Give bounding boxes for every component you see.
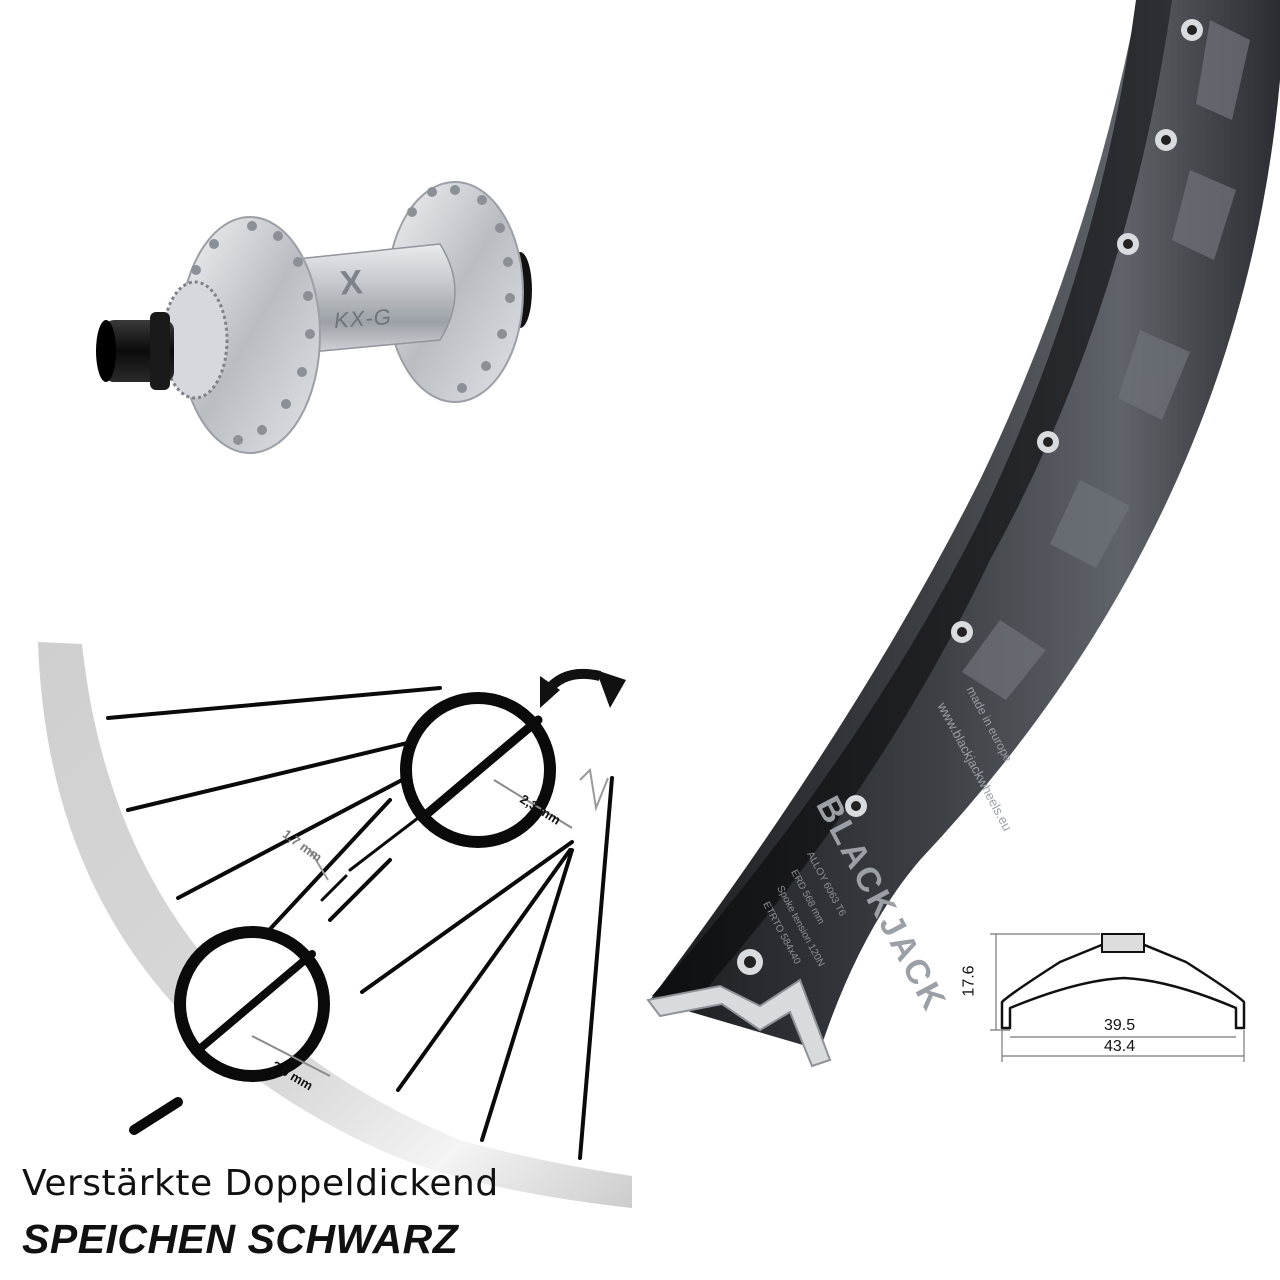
rim-eyelet — [1181, 19, 1203, 41]
rim-eyelet — [845, 795, 867, 817]
diagram-spoke — [396, 848, 572, 1092]
hub-left-flange-holes — [191, 221, 315, 445]
rim-eyelet — [737, 949, 763, 975]
rim-eyelet — [1117, 233, 1139, 255]
profile-outer-width-label: 43.4 — [1104, 1038, 1136, 1055]
rim-sidewall — [650, 0, 1280, 1050]
diagram-spoke — [126, 738, 422, 812]
diagram-rim-arc — [38, 642, 632, 1208]
diagram-butted-spoke — [129, 816, 420, 1135]
rim-eyelet — [951, 621, 973, 643]
diagram-spoke — [106, 686, 442, 720]
diagram-spoke — [360, 840, 574, 994]
rim-cross-section-cut — [646, 978, 832, 1068]
caption-line-1: Verstärkte Doppeldickend — [22, 1163, 499, 1204]
rim-spoke-bed — [652, 0, 1172, 996]
rim-profile-outline — [1000, 942, 1246, 1030]
diagram-bend-mark — [579, 767, 609, 812]
diagram-spoke — [176, 778, 404, 900]
diagram-spoke — [578, 776, 614, 1160]
diagram-spoke — [480, 848, 574, 1142]
diagram-spokes — [106, 686, 614, 1160]
profile-height-label: 17.6 — [960, 965, 978, 997]
profile-inner-width-label: 39.5 — [1104, 1017, 1136, 1034]
rim-eyelet — [1037, 431, 1059, 453]
diagram-nipple-icon — [596, 670, 626, 708]
rim-profile-eyelet — [1101, 933, 1145, 953]
rim-decal-graphics — [962, 20, 1250, 700]
hub-right-flange-holes — [407, 185, 515, 393]
rim-eyelet — [1155, 129, 1177, 151]
caption-line-2: SPEICHEN SCHWARZ — [22, 1216, 459, 1262]
rim-eyelets — [737, 19, 1203, 975]
